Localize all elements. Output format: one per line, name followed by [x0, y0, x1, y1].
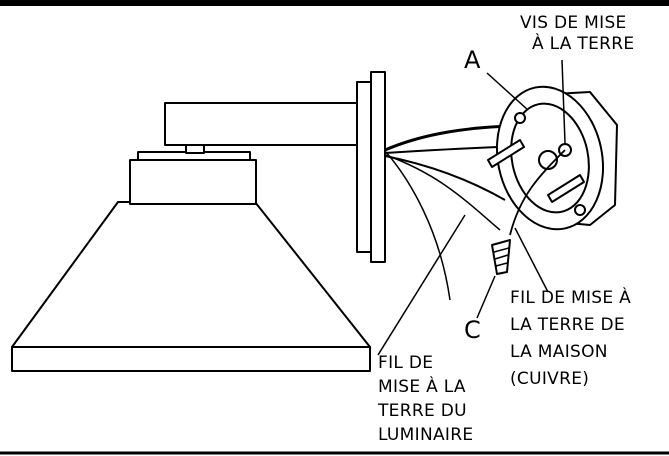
- outlet-box: [487, 85, 618, 231]
- bracket-screw-top: [514, 112, 526, 124]
- center-hole: [538, 150, 558, 170]
- leader-house-ground: [514, 227, 549, 293]
- wire-nut: [491, 239, 511, 275]
- bracket-screw-bottom: [574, 204, 586, 216]
- label-c: C: [464, 316, 481, 344]
- label-fixture-ground: FIL DE MISE À LA TERRE DU LUMINAIRE: [377, 353, 473, 445]
- lamp-shade: [11, 201, 371, 348]
- leader-c: [476, 275, 496, 319]
- leader-ground-screw: [561, 59, 566, 144]
- label-ground-screw: VIS DE MISE À LA TERRE: [520, 13, 634, 54]
- label-a: A: [464, 46, 481, 74]
- fixture-arm: [164, 102, 358, 146]
- lamp-shade-rim: [11, 346, 371, 372]
- house-ground-wire: [509, 149, 566, 236]
- bracket-inner: [510, 102, 590, 214]
- fixture-wires: [384, 124, 521, 301]
- leader-a: [486, 72, 529, 111]
- top-border: [0, 0, 669, 6]
- threaded-stud-upper: [487, 139, 525, 168]
- backplate: [356, 81, 372, 253]
- leader-fixture-ground: [377, 214, 466, 356]
- label-house-ground: FIL DE MISE À LA TERRE DE LA MAISON (CUI…: [510, 286, 637, 389]
- leader-lines: [377, 59, 566, 356]
- fixture-drawing: [11, 71, 618, 372]
- backplate-edge: [370, 71, 386, 263]
- lamp-cap: [129, 159, 257, 205]
- threaded-stud-lower: [547, 174, 585, 203]
